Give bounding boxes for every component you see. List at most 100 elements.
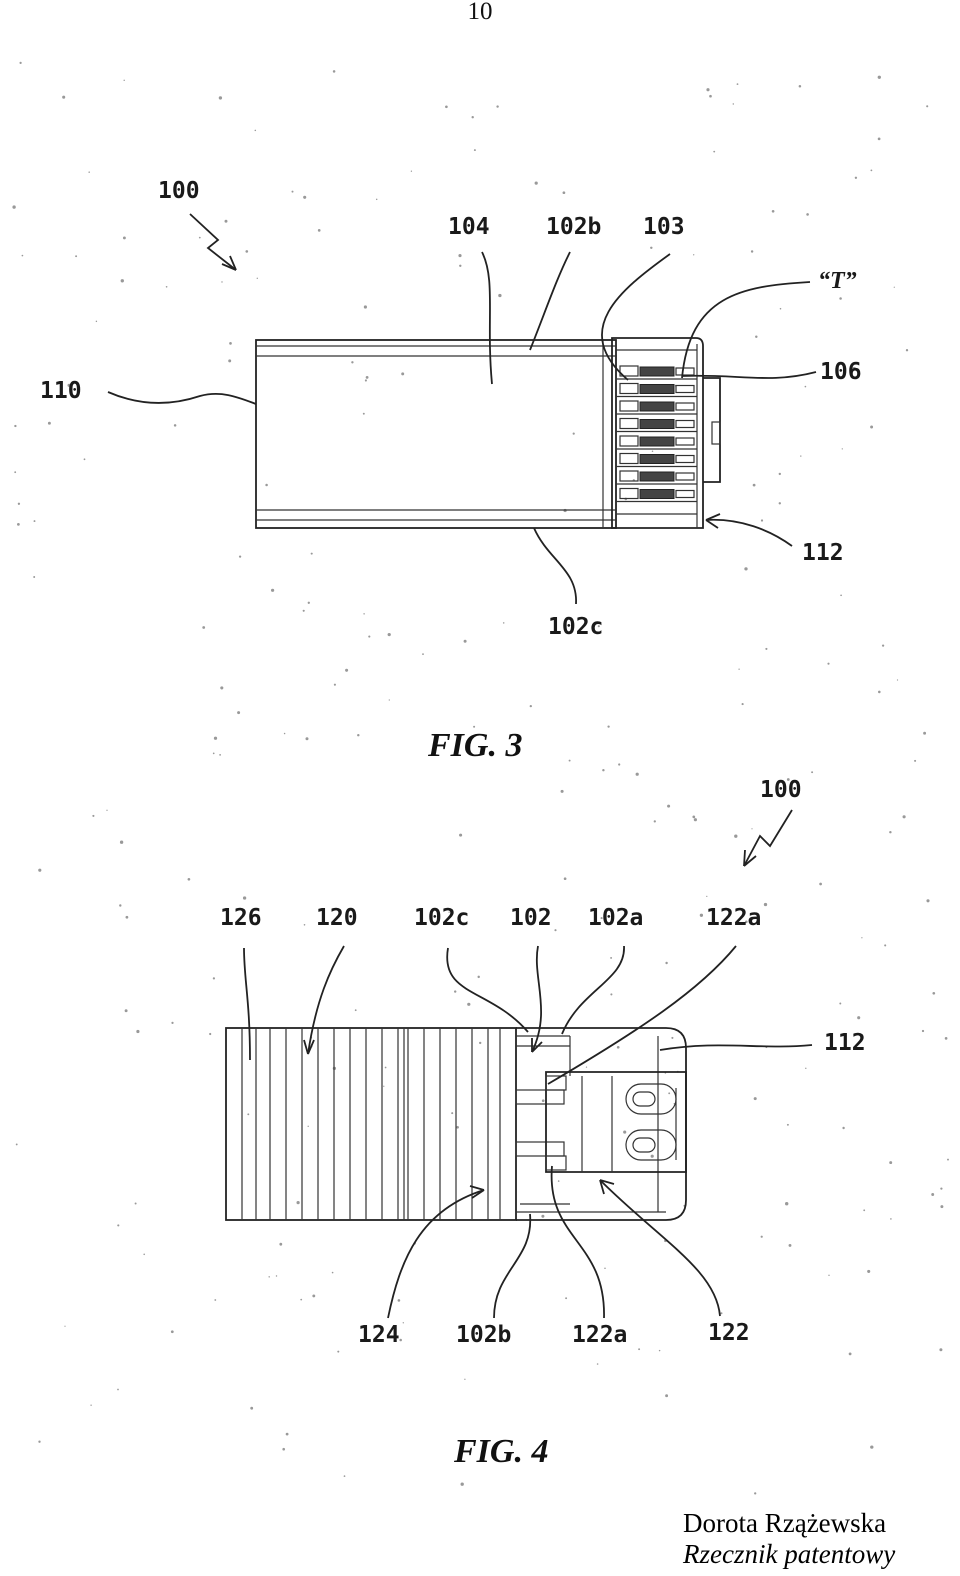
speckle bbox=[307, 601, 310, 604]
speckle bbox=[62, 95, 66, 99]
speckle bbox=[750, 250, 754, 253]
speckle bbox=[21, 254, 24, 257]
speckle bbox=[650, 246, 653, 250]
speckle bbox=[279, 1242, 283, 1246]
speckle bbox=[187, 877, 191, 881]
fig3-label-100: 100 bbox=[158, 178, 200, 204]
speckle bbox=[884, 944, 887, 947]
speckle bbox=[771, 209, 775, 213]
speckle bbox=[388, 699, 390, 701]
speckle bbox=[254, 129, 257, 132]
speckle bbox=[384, 1066, 387, 1069]
speckle bbox=[460, 1482, 464, 1486]
fig3-label-102c: 102c bbox=[548, 614, 603, 640]
speckle bbox=[64, 1325, 66, 1327]
speckle bbox=[268, 1276, 270, 1278]
speckle bbox=[706, 895, 708, 898]
speckle bbox=[744, 567, 748, 571]
speckle bbox=[914, 759, 917, 762]
speckle bbox=[209, 1032, 212, 1036]
speckle bbox=[399, 1338, 402, 1342]
fig4-label-120: 120 bbox=[316, 905, 358, 931]
speckle bbox=[14, 471, 17, 474]
fig4-arrow-124 bbox=[387, 1189, 485, 1319]
speckle bbox=[220, 686, 224, 690]
plug-head bbox=[611, 337, 704, 529]
speckle bbox=[713, 150, 716, 153]
fig4-leader-122a-bottom bbox=[550, 1165, 605, 1319]
speckle bbox=[265, 483, 268, 487]
fig4-arrow-102 bbox=[531, 945, 543, 1053]
speckle bbox=[47, 421, 51, 425]
outer-shell bbox=[516, 1027, 687, 1221]
fig4-label-112: 112 bbox=[824, 1030, 866, 1056]
fig4-label-122a-top: 122a bbox=[706, 905, 761, 931]
speckle bbox=[171, 1021, 174, 1025]
speckle bbox=[665, 1394, 669, 1398]
figure-3: 100 104 102b 103 “T” 110 106 112 102c FI… bbox=[40, 178, 862, 764]
speckle bbox=[303, 195, 307, 199]
speckle bbox=[354, 1009, 357, 1012]
fig4-leader-102b bbox=[493, 1213, 532, 1319]
fig3-leader-106 bbox=[681, 371, 817, 379]
scan-speckles bbox=[12, 61, 949, 1495]
speckle bbox=[709, 94, 712, 98]
speckle bbox=[464, 1378, 466, 1380]
signatory-title: Rzecznik patentowy bbox=[683, 1539, 896, 1569]
speckle bbox=[106, 809, 108, 811]
speckle bbox=[33, 576, 36, 578]
speckle bbox=[755, 335, 758, 339]
speckle bbox=[779, 307, 782, 310]
speckle bbox=[247, 1113, 250, 1116]
speckle bbox=[332, 70, 336, 73]
speckle bbox=[498, 293, 502, 298]
fig4-label-122a-bottom: 122a bbox=[572, 1322, 627, 1348]
fig4-label-126: 126 bbox=[220, 905, 262, 931]
speckle bbox=[896, 679, 899, 681]
speckle bbox=[410, 170, 413, 172]
speckle bbox=[212, 752, 215, 755]
fig4-label-102a: 102a bbox=[588, 905, 643, 931]
fig3-label-106: 106 bbox=[820, 359, 862, 385]
speckle bbox=[893, 286, 895, 288]
speckle bbox=[88, 171, 90, 173]
speckle bbox=[282, 1447, 286, 1451]
speckle bbox=[124, 1009, 128, 1013]
speckle bbox=[67, 383, 71, 387]
speckle bbox=[877, 75, 881, 79]
speckle bbox=[317, 229, 321, 232]
fig3-leader-103 bbox=[601, 253, 671, 381]
speckle bbox=[12, 205, 16, 209]
speckle bbox=[902, 815, 906, 819]
speckle bbox=[471, 116, 474, 119]
speckle bbox=[778, 502, 781, 505]
speckle bbox=[706, 88, 710, 92]
speckle bbox=[331, 1271, 334, 1274]
fig4-arrow-100 bbox=[743, 809, 793, 867]
speckle bbox=[560, 789, 564, 793]
speckle bbox=[565, 1297, 568, 1300]
speckle bbox=[923, 731, 927, 735]
speckle bbox=[351, 361, 354, 364]
speckle bbox=[667, 804, 671, 808]
speckle bbox=[242, 896, 247, 900]
speckle bbox=[312, 1294, 316, 1298]
speckle bbox=[827, 662, 830, 665]
speckle bbox=[529, 704, 532, 708]
speckle bbox=[610, 956, 613, 959]
fig4-caption: FIG. 4 bbox=[453, 1433, 548, 1470]
speckle bbox=[940, 1205, 944, 1209]
cable-body bbox=[255, 339, 617, 529]
fig4-leader-102a bbox=[561, 945, 625, 1035]
speckle bbox=[218, 96, 223, 100]
speckle bbox=[502, 622, 505, 624]
speckle bbox=[365, 376, 369, 379]
channel-upper bbox=[515, 1089, 565, 1105]
channel-lower bbox=[515, 1141, 565, 1157]
speckle bbox=[658, 1349, 661, 1352]
fig4-label-100: 100 bbox=[760, 777, 802, 803]
speckle bbox=[596, 1363, 599, 1365]
speckle bbox=[92, 814, 95, 817]
figure-4: 100 126 120 102c 102 102a 122a 112 124 bbox=[220, 777, 866, 1470]
speckle bbox=[38, 868, 42, 872]
